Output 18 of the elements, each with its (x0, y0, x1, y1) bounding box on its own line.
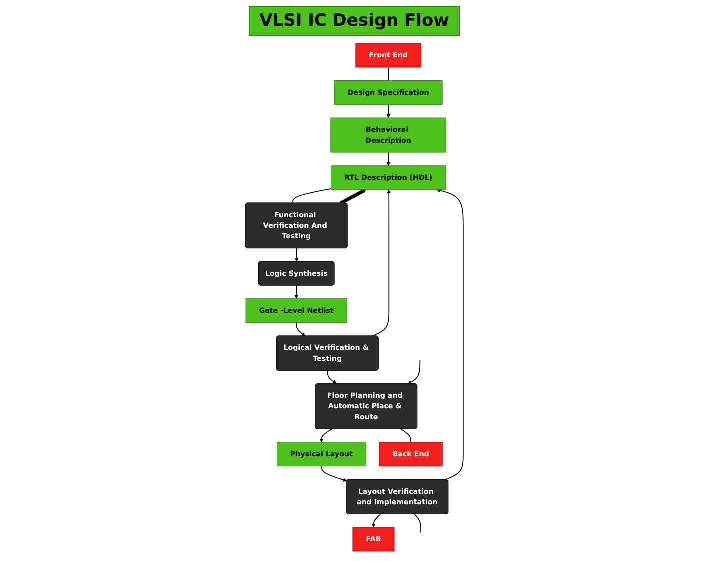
connector (414, 514, 422, 534)
arrow (386, 104, 390, 118)
arrow (436, 188, 464, 480)
arrow (372, 190, 391, 337)
connector (292, 188, 332, 204)
arrow (327, 370, 337, 384)
arrow (321, 466, 348, 482)
arrow (340, 189, 366, 205)
arrow (386, 152, 390, 166)
arrow (408, 360, 421, 384)
arrow (372, 514, 381, 528)
arrow (294, 248, 299, 262)
arrow (294, 285, 299, 299)
arrow (296, 322, 306, 336)
connector (400, 428, 412, 443)
title-banner: VLSI IC Design Flow (248, 6, 460, 36)
arrow (320, 428, 332, 443)
connector (388, 67, 389, 82)
